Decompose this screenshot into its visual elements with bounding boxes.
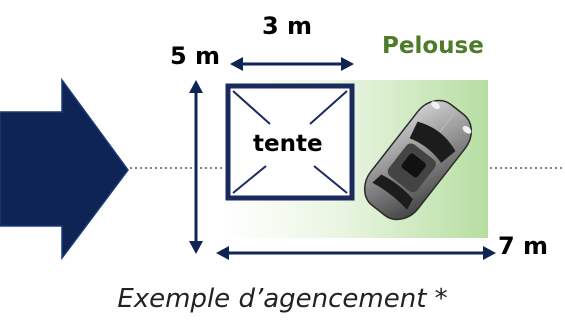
length-dimension-arrow (216, 246, 496, 260)
tent-label: tente (253, 131, 323, 157)
depth-label: 5 m (170, 42, 221, 70)
arrow-right-icon (0, 77, 129, 261)
depth-dimension-arrow (189, 80, 203, 254)
lawn-label: Pelouse (382, 33, 484, 59)
tent (225, 83, 355, 201)
car-icon (363, 99, 473, 221)
caption: Exemple d’agencement * (117, 284, 448, 314)
length-label: 7 m (498, 232, 549, 260)
width-label: 3 m (262, 12, 313, 40)
width-dimension-arrow (230, 57, 354, 71)
